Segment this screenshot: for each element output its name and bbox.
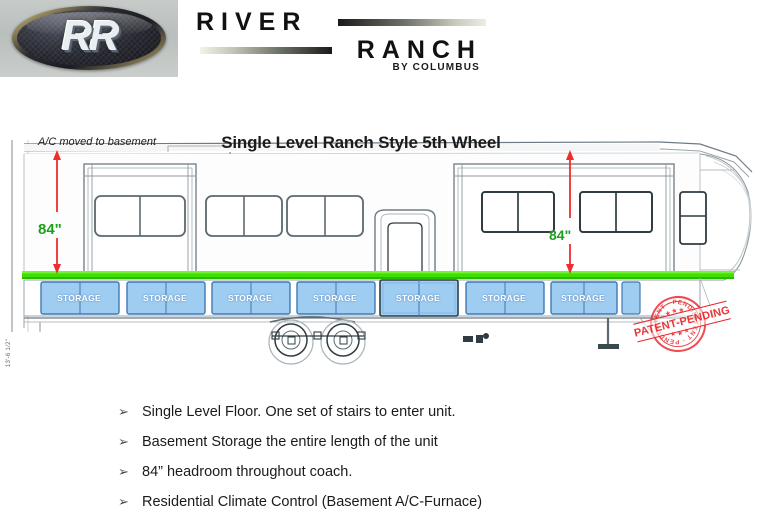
- rv-drawing-svg: [11, 140, 753, 365]
- list-item: ➢ Single Level Floor. One set of stairs …: [0, 402, 768, 422]
- logo-oval-rim: RR: [12, 6, 166, 70]
- entry-door: [374, 209, 436, 278]
- undercarriage-detail: [463, 333, 489, 343]
- storage-bay: [550, 281, 618, 315]
- feature-bullet-list: ➢ Single Level Floor. One set of stairs …: [0, 402, 768, 522]
- landing-gear-jack: [598, 318, 619, 349]
- center-windows: [205, 195, 364, 237]
- left-height-dimension-arrow: [53, 150, 61, 274]
- storage-bay: [465, 281, 545, 315]
- storage-bay: [211, 281, 291, 315]
- wheel-assembly: [268, 316, 366, 365]
- wordmark-bar-bottom: [200, 47, 332, 54]
- list-item-text: 84” headroom throughout coach.: [142, 464, 353, 480]
- bullet-arrow-icon: ➢: [118, 434, 129, 449]
- logo-gloss-highlight: [25, 12, 153, 36]
- list-item: ➢ 84” headroom throughout coach.: [0, 462, 768, 482]
- logo-monogram: RR: [61, 12, 120, 60]
- ac-relocation-note: A/C moved to basement: [38, 136, 157, 148]
- dimension-arrows-svg: [53, 150, 574, 274]
- roof-assembly: [23, 141, 753, 178]
- patent-pending-stamp: PATENT · PENDING PATENT · PENDING ★ ★ ★ …: [633, 290, 731, 358]
- river-ranch-badge-logo: RR: [0, 0, 178, 77]
- front-vertical-window: [679, 191, 707, 245]
- list-item-text: Single Level Floor. One set of stairs to…: [142, 404, 456, 420]
- right-height-dimension-arrow: [566, 150, 574, 274]
- bullet-arrow-icon: ➢: [118, 494, 129, 509]
- height-label-left: 84": [38, 221, 62, 238]
- list-item: ➢ Basement Storage the entire length of …: [0, 432, 768, 452]
- storage-bay: [40, 281, 120, 315]
- bullet-arrow-icon: ➢: [118, 404, 129, 419]
- storage-bay-group: [40, 279, 641, 317]
- list-item: ➢ Residential Climate Control (Basement …: [0, 492, 768, 512]
- river-ranch-wordmark: RIVER RANCH BY COLUMBUS: [196, 6, 486, 74]
- wordmark-river: RIVER: [196, 8, 308, 36]
- wordmark-ranch: RANCH: [356, 36, 482, 64]
- basement-floor-line: [22, 271, 734, 279]
- list-item-text: Residential Climate Control (Basement A/…: [142, 494, 483, 510]
- diagram-title: Single Level Ranch Style 5th Wheel: [221, 133, 501, 152]
- left-slideout: [83, 163, 197, 277]
- storage-bay: [296, 281, 376, 315]
- storage-bay: [126, 281, 206, 315]
- wordmark-bar-top: [338, 19, 486, 26]
- height-label-right: 84": [549, 227, 572, 243]
- list-item-text: Basement Storage the entire length of th…: [142, 434, 438, 450]
- bullet-arrow-icon: ➢: [118, 464, 129, 479]
- brand-header: RR RIVER RANCH BY COLUMBUS: [0, 0, 768, 80]
- logo-oval-face: RR: [17, 10, 161, 66]
- storage-bay: [379, 279, 459, 317]
- wordmark-tagline: BY COLUMBUS: [392, 62, 480, 73]
